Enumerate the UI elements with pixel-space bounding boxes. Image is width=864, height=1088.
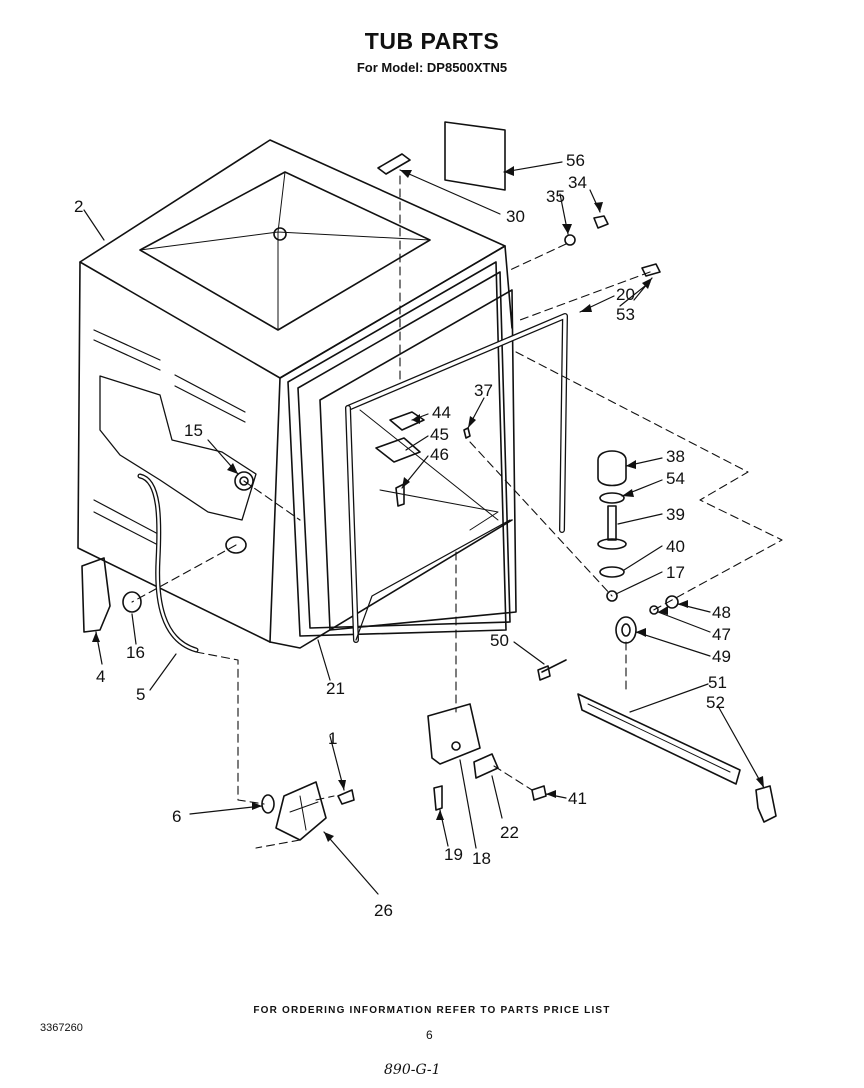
callout-19: 19 <box>444 845 463 864</box>
door-gasket <box>287 261 568 643</box>
part-17-nut <box>606 590 618 602</box>
leader-lines <box>83 161 765 895</box>
callout-26: 26 <box>374 901 393 920</box>
document-number: 3367260 <box>40 1022 83 1034</box>
ordering-note: FOR ORDERING INFORMATION REFER TO PARTS … <box>253 1005 611 1016</box>
callout-4: 4 <box>96 667 105 686</box>
part-34-nut <box>593 215 609 229</box>
callout-40: 40 <box>666 537 685 556</box>
callout-22: 22 <box>500 823 519 842</box>
part-35-washer <box>564 234 576 246</box>
exploded-view-lines <box>131 175 783 849</box>
part-41-screw <box>531 785 547 801</box>
callout-37: 37 <box>474 381 493 400</box>
part-52-bracket <box>755 785 777 823</box>
callout-30: 30 <box>506 207 525 226</box>
callout-54: 54 <box>666 469 685 488</box>
part-50-bolt <box>537 659 567 681</box>
part-44-bracket <box>389 411 425 431</box>
leader-arrowheads <box>92 166 764 842</box>
callout-5: 5 <box>136 685 145 704</box>
callout-51: 51 <box>708 673 727 692</box>
part-1-screw <box>337 789 355 805</box>
part-46-screw <box>395 483 405 507</box>
callout-34: 34 <box>568 173 587 192</box>
part-49-wheel <box>615 616 637 644</box>
callout-20: 20 <box>616 285 635 304</box>
callout-21: 21 <box>326 679 345 698</box>
callout-17: 17 <box>666 563 685 582</box>
callout-47: 47 <box>712 625 731 644</box>
part-26-valve <box>275 781 327 841</box>
part-39-leg <box>607 505 617 541</box>
part-38-foot <box>597 450 627 487</box>
callout-labels: 56 34 35 30 2 20 53 37 44 45 46 15 38 54… <box>74 151 731 920</box>
callout-1: 1 <box>328 729 337 748</box>
part-48-nut <box>665 595 679 609</box>
part-6-oring <box>261 794 275 814</box>
callout-15: 15 <box>184 421 203 440</box>
callout-2: 2 <box>74 197 83 216</box>
model-subtitle: For Model: DP8500XTN5 <box>356 60 508 75</box>
part-4-bracket <box>81 557 111 633</box>
part-45-bracket <box>375 437 421 463</box>
part-56-label-sheet <box>444 121 506 191</box>
callout-6: 6 <box>172 807 181 826</box>
callout-50: 50 <box>490 631 509 650</box>
callout-48: 48 <box>712 603 731 622</box>
part-37-post <box>463 427 471 439</box>
tub-parts-diagram: 56 34 35 30 2 20 53 37 44 45 46 15 38 54… <box>74 121 783 920</box>
tub-body <box>77 139 513 649</box>
callout-39: 39 <box>666 505 685 524</box>
page-title: TUB PARTS <box>364 28 500 54</box>
callout-35: 35 <box>546 187 565 206</box>
part-16-grommet <box>122 591 142 613</box>
callout-49: 49 <box>712 647 731 666</box>
part-47-washer <box>649 605 659 615</box>
callout-53: 53 <box>616 305 635 324</box>
part-18-bracket <box>427 703 481 765</box>
part-51-rail <box>577 693 741 785</box>
handwritten-note: 890-G-1 <box>384 1062 441 1078</box>
part-19-screw <box>433 785 443 811</box>
part-30-clip <box>377 153 411 175</box>
part-20-screw <box>641 263 661 277</box>
callout-46: 46 <box>430 445 449 464</box>
callout-38: 38 <box>666 447 685 466</box>
part-54-pad <box>599 492 625 504</box>
callout-44: 44 <box>432 403 451 422</box>
callout-45: 45 <box>430 425 449 444</box>
callout-18: 18 <box>472 849 491 868</box>
page-number: 6 <box>426 1028 433 1042</box>
part-40-washer <box>599 566 625 578</box>
callout-41: 41 <box>568 789 587 808</box>
callout-52: 52 <box>706 693 725 712</box>
callout-16: 16 <box>126 643 145 662</box>
callout-56: 56 <box>566 151 585 170</box>
